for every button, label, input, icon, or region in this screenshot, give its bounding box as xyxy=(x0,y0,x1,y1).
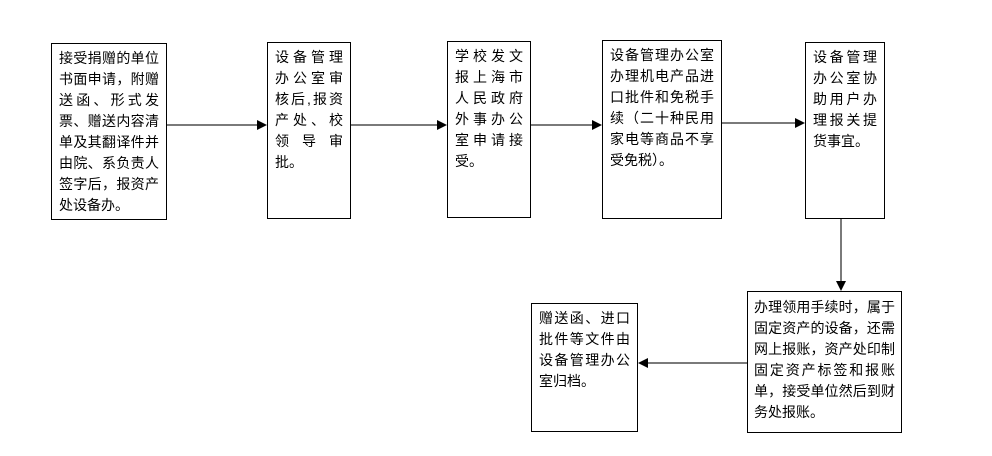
flow-step-6: 办理领用手续时，属于固定资产的设备，还需网上报账，资产处印制固定资产标签和报账单… xyxy=(747,291,902,433)
arrow-shaft xyxy=(351,124,437,126)
arrow-shaft xyxy=(531,124,592,126)
arrow-right-icon xyxy=(795,118,805,128)
arrow-down-icon xyxy=(836,281,846,291)
flow-step-5: 设备管理办公室协助用户办理报关提货事宜。 xyxy=(805,42,885,219)
arrow-right-icon xyxy=(437,120,447,130)
flow-step-7: 赠送函、进口批件等文件由设备管理办公室归档。 xyxy=(531,303,638,432)
arrow-shaft xyxy=(648,362,747,364)
arrow-shaft xyxy=(840,219,842,281)
arrow-shaft xyxy=(167,124,257,126)
arrow-left-icon xyxy=(638,358,648,368)
flow-step-1: 接受捐赠的单位书面申请，附赠送函、形式发票、赠送内容清单及其翻译件并由院、系负责… xyxy=(51,43,167,220)
arrow-right-icon xyxy=(592,120,602,130)
arrow-shaft xyxy=(722,122,795,124)
flow-step-2: 设备管理办公室审核后,报资产处、校领导审批。 xyxy=(267,42,351,219)
flow-step-4: 设备管理办公室办理机电产品进口批件和免税手续（二十种民用家电等商品不享受免税）。 xyxy=(602,40,722,219)
flow-step-3: 学校发文报上海市人民政府外事办公室申请接受。 xyxy=(447,41,531,218)
arrow-right-icon xyxy=(257,120,267,130)
